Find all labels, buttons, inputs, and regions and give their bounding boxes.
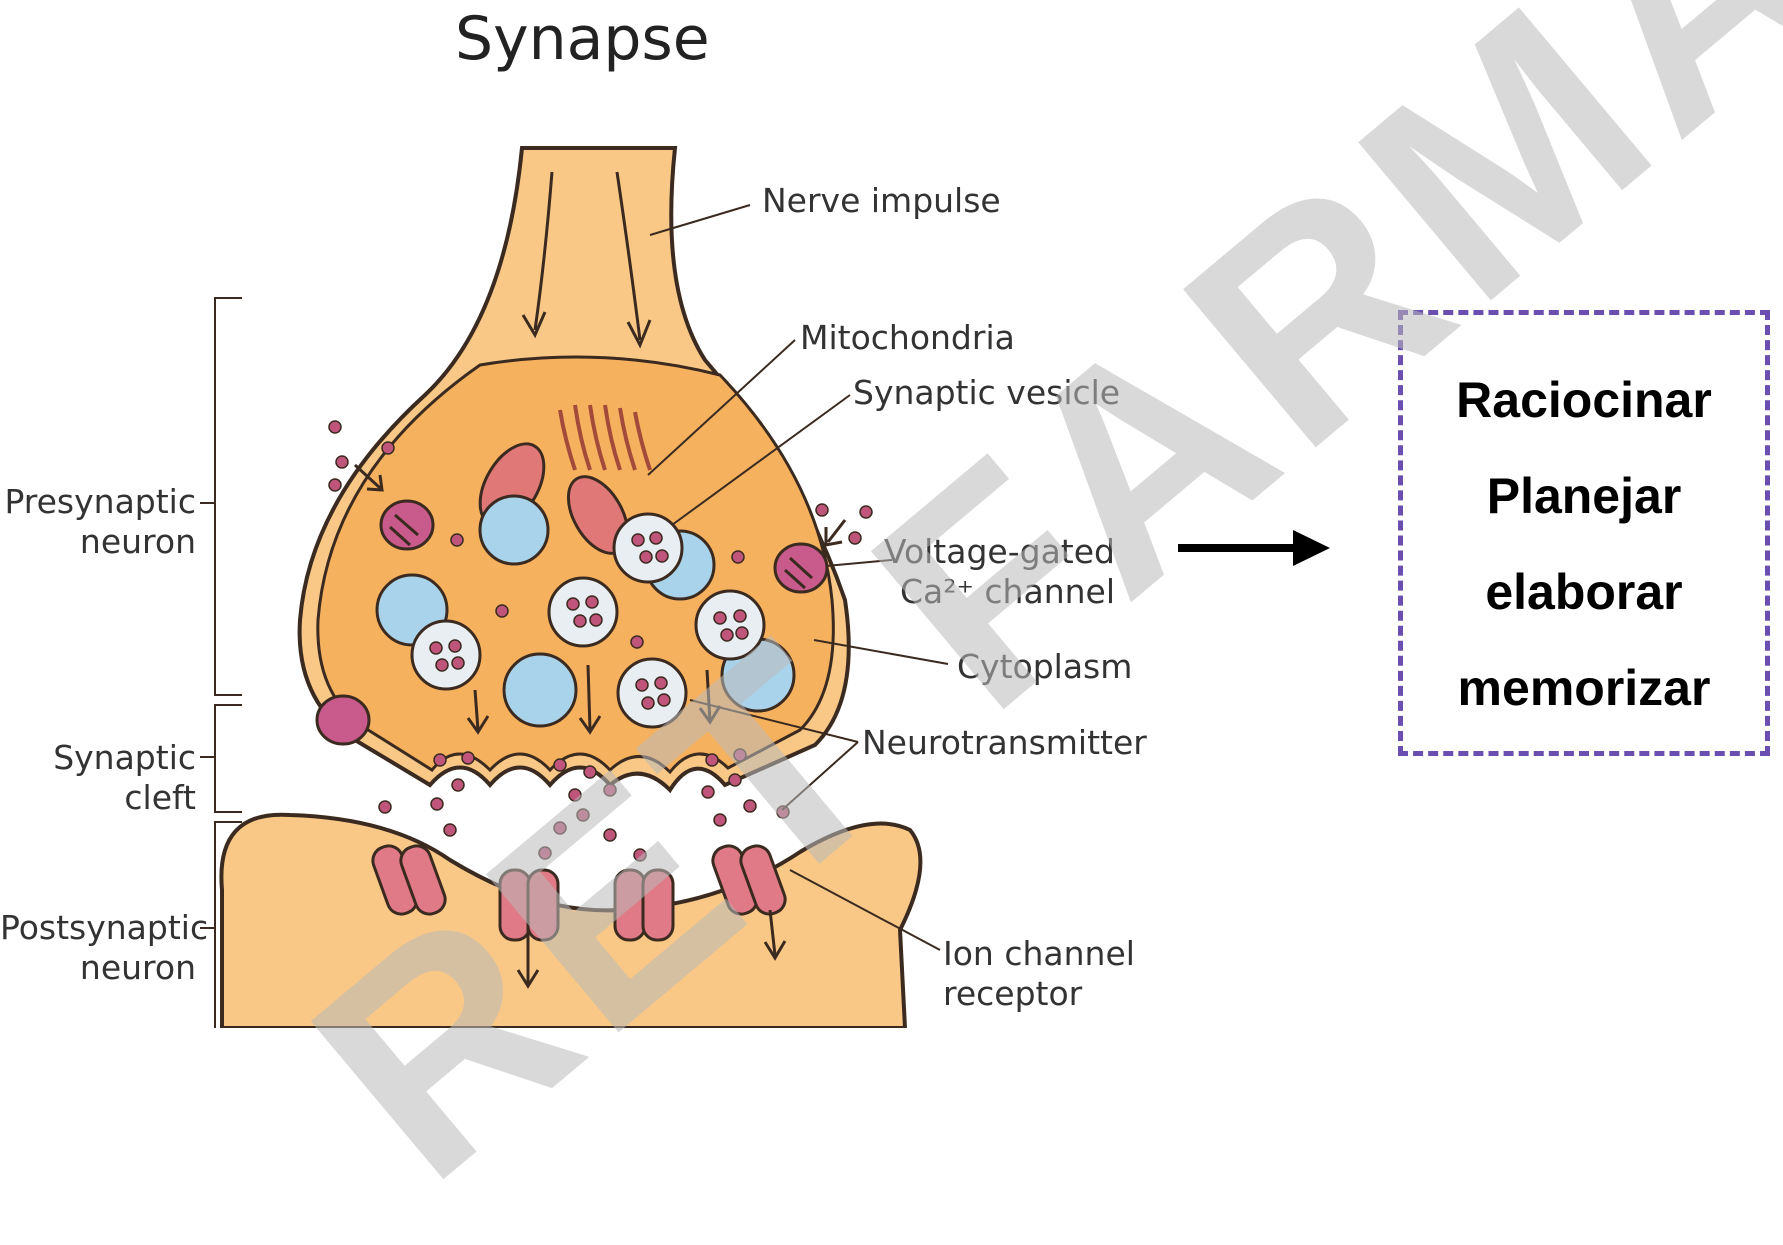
label-cytoplasm: Cytoplasm [957,647,1132,687]
keywords-box: Raciocinar Planejar elaborar memorizar [1398,310,1770,756]
postsynaptic-neuron [221,815,920,1028]
right-arrow-icon [1178,528,1338,568]
keyword-elaborar: elaborar [1403,563,1765,621]
keyword-raciocinar: Raciocinar [1403,371,1765,429]
keyword-planejar: Planejar [1403,467,1765,525]
label-ion-channel-2: receptor [943,974,1082,1014]
label-postsynaptic-2: neuron [0,948,196,988]
label-cleft-1: Synaptic [0,738,196,778]
label-nerve-impulse: Nerve impulse [762,181,1001,221]
keyword-memorizar: memorizar [1403,659,1765,717]
label-voltage-gated-1: Voltage-gated [880,532,1115,572]
diagram-title: Synapse [455,4,710,74]
label-synaptic-vesicle: Synaptic vesicle [853,373,1120,413]
label-ion-channel-1: Ion channel [943,934,1135,974]
label-postsynaptic-1: Postsynaptic [0,908,196,948]
label-presynaptic-2: neuron [0,522,196,562]
label-presynaptic-1: Presynaptic [0,482,196,522]
label-mitochondria: Mitochondria [800,318,1015,358]
label-cleft-2: cleft [0,778,196,818]
label-voltage-gated-2: Ca²⁺ channel [880,572,1115,612]
label-neurotransmitter: Neurotransmitter [862,723,1147,763]
